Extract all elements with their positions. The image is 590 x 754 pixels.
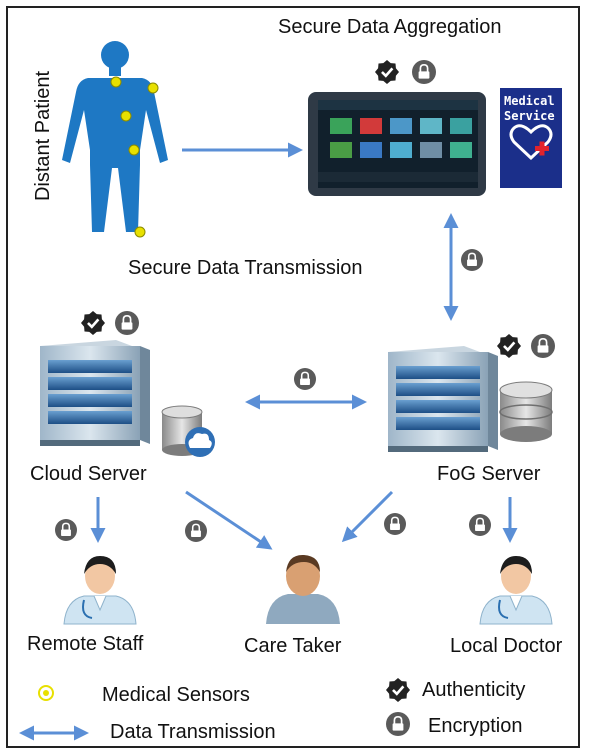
encryption-lock-icon <box>185 520 207 542</box>
transmission-arrows <box>19 142 518 741</box>
legend-sensor-icon <box>38 685 54 701</box>
encryption-lock-icon <box>469 514 491 536</box>
legend-authenticity-label: Authenticity <box>422 679 526 701</box>
encryption-lock-icon <box>55 519 77 541</box>
medical-service-line-1: Medical <box>504 94 555 108</box>
care-taker-label: Care Taker <box>244 635 342 657</box>
sensor-icon <box>120 110 132 122</box>
local-doctor-label: Local Doctor <box>450 635 563 657</box>
sensor-dots <box>110 76 159 238</box>
fog-server-icon <box>388 346 498 452</box>
encryption-lock-icon <box>412 60 436 84</box>
medical-service-panel <box>500 88 562 188</box>
authenticity-badge-icon <box>375 60 399 84</box>
authenticity-badge-icon <box>497 334 521 358</box>
sensor-icon <box>134 226 146 238</box>
stethoscope-icon <box>498 599 509 619</box>
sensor-icon <box>128 144 140 156</box>
cloud-server-icon <box>40 340 150 446</box>
local-doctor-avatar <box>479 556 553 625</box>
cloud-to-caretaker-arrow <box>185 490 273 550</box>
cloud-icon <box>188 433 212 448</box>
medical-service-line-2: Service <box>504 109 555 123</box>
encryption-lock-icon <box>294 368 316 390</box>
encryption-lock-icon <box>461 249 483 271</box>
diagram-frame <box>6 6 580 748</box>
authenticity-badge-icon <box>386 678 410 702</box>
sensor-icon <box>110 76 122 88</box>
encryption-lock-icon <box>386 712 410 736</box>
fog-to-caretaker-arrow <box>341 490 394 543</box>
sensor-icon <box>147 82 159 94</box>
care-taker-avatar <box>266 554 340 624</box>
encryption-lock-icon <box>531 334 555 358</box>
transmission-label: Secure Data Transmission <box>128 257 363 279</box>
stethoscope-icon <box>82 599 93 619</box>
remote-staff-avatar <box>63 556 137 625</box>
legend-sensors-label: Medical Sensors <box>102 684 250 706</box>
diagram-title: Secure Data Aggregation <box>278 16 502 38</box>
legend-transmission-label: Data Transmission <box>110 721 276 743</box>
legend-encryption-label: Encryption <box>428 715 523 737</box>
patient-label: Distant Patient <box>32 70 54 202</box>
cloud-server-label: Cloud Server <box>30 463 147 485</box>
patient-figure <box>62 41 168 232</box>
cloud-database-icon <box>161 405 215 457</box>
remote-staff-label: Remote Staff <box>27 633 144 655</box>
fog-database-icon <box>499 381 553 442</box>
encryption-lock-icon <box>384 513 406 535</box>
security-badges <box>55 60 555 736</box>
fog-server-label: FoG Server <box>437 463 541 485</box>
encryption-lock-icon <box>115 311 139 335</box>
heart-icon <box>509 124 553 161</box>
authenticity-badge-icon <box>81 311 105 335</box>
tablet-device <box>308 92 486 196</box>
